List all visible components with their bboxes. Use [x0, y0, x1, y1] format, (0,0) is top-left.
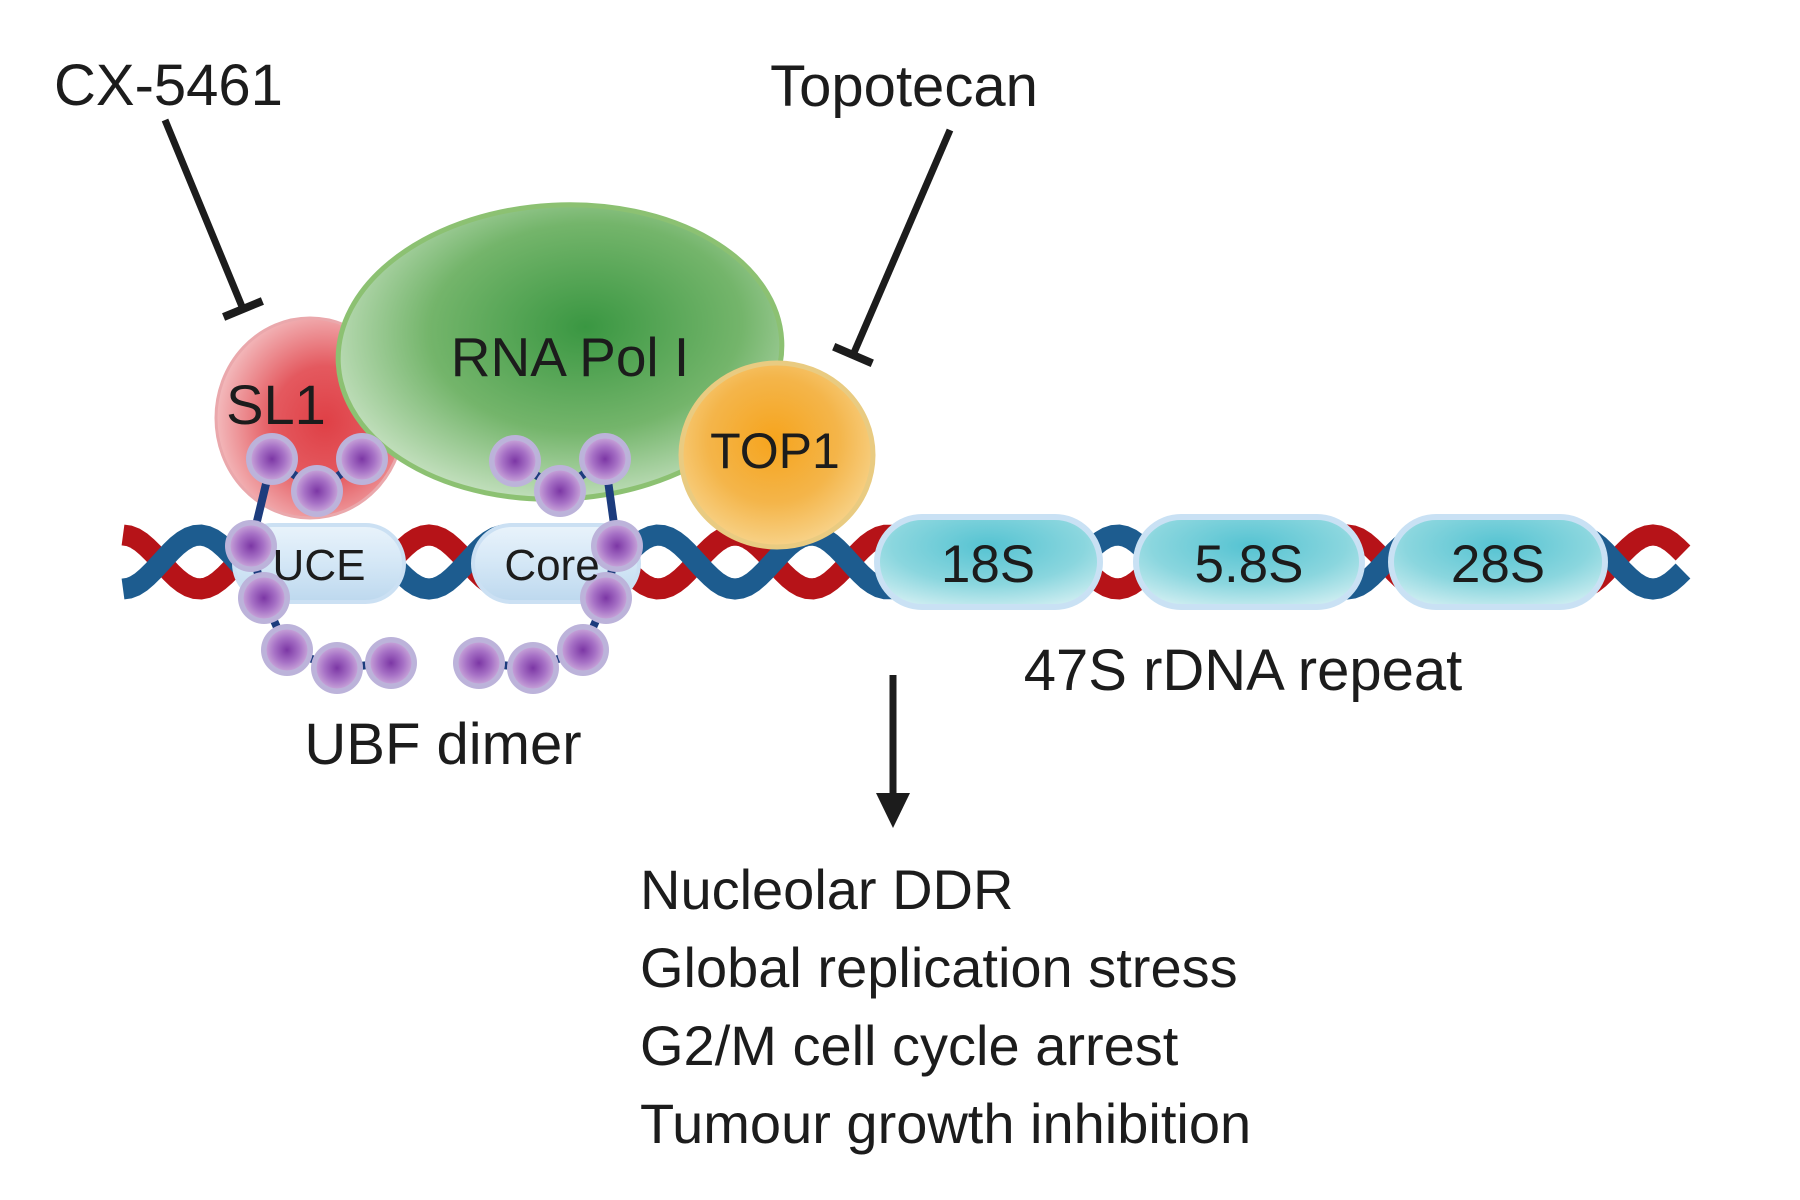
outcome-line: Tumour growth inhibition — [640, 1092, 1251, 1155]
rdna-repeat-label: 47S rDNA repeat — [1024, 638, 1462, 703]
ubf-bead-core — [584, 438, 626, 480]
cx5461-inhibition-arrow — [161, 118, 264, 321]
ubf-bead-core — [458, 642, 500, 684]
outcome-line: G2/M cell cycle arrest — [640, 1014, 1179, 1077]
28s-pill — [1388, 514, 1608, 610]
5-8s-pill — [1133, 514, 1365, 610]
ubf-bead-core — [341, 438, 383, 480]
cx5461-label: CX-5461 — [54, 53, 283, 118]
core-label: Core — [504, 541, 599, 590]
downstream-effects-arrow-icon — [876, 675, 910, 828]
ubf-bead-core — [243, 577, 285, 619]
ubf-bead-core — [494, 440, 536, 482]
ubf-bead-core — [296, 470, 338, 512]
ubf-bead-core — [316, 647, 358, 689]
topotecan-label: Topotecan — [770, 54, 1038, 119]
outcome-list: Nucleolar DDR Global replication stress … — [640, 858, 1251, 1155]
inhibition-bar-icon — [222, 297, 264, 321]
18s-label: 18S — [941, 535, 1035, 594]
ubf-bead-core — [539, 470, 581, 512]
ubf-bead-core — [251, 438, 293, 480]
uce-label: UCE — [273, 541, 366, 590]
sl1-label: SL1 — [226, 373, 326, 436]
ubf-bead-core — [562, 629, 604, 671]
ubf-bead-core — [370, 642, 412, 684]
ubf-dimer-label: UBF dimer — [304, 712, 581, 777]
ubf-bead-core — [230, 525, 272, 567]
ubf-beads — [225, 433, 643, 694]
top1-complex — [678, 360, 876, 550]
5-8s-label: 5.8S — [1194, 535, 1303, 594]
28s-label: 28S — [1451, 535, 1545, 594]
outcome-line: Global replication stress — [640, 936, 1238, 999]
top1-label: TOP1 — [710, 423, 840, 479]
ubf-bead-core — [585, 577, 627, 619]
18s-pill — [874, 514, 1103, 610]
inhibition-bar-icon — [832, 343, 874, 367]
outcome-line: Nucleolar DDR — [640, 858, 1013, 921]
ubf-bead-core — [596, 525, 638, 567]
topotecan-inhibition-arrow — [832, 128, 954, 367]
rna-pol-i-label: RNA Pol I — [451, 326, 689, 388]
ubf-bead-core — [512, 647, 554, 689]
ubf-bead-core — [266, 629, 308, 671]
